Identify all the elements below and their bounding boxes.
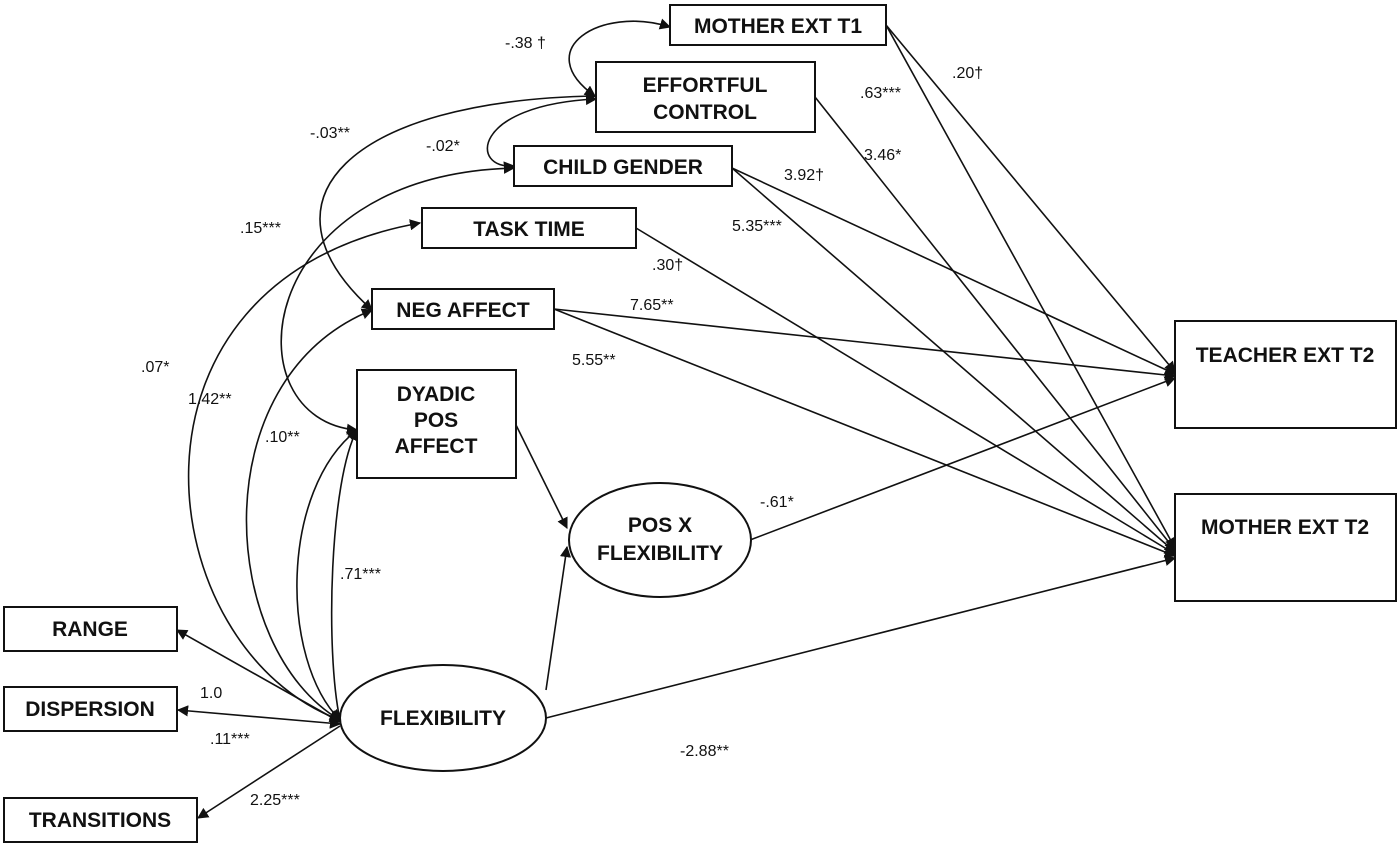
label-flexibility: FLEXIBILITY	[380, 707, 506, 730]
path-dyadic-posx	[515, 424, 568, 530]
label-dyadic-3: AFFECT	[395, 435, 478, 458]
node-flexibility: FLEXIBILITY	[339, 664, 547, 772]
coef-dyadic-flex: .10**	[265, 429, 300, 446]
label-dispersion: DISPERSION	[25, 698, 155, 721]
label-posx-1: POS X	[628, 514, 692, 537]
node-teacher-ext-t2: TEACHER EXT T2	[1174, 320, 1397, 429]
label-neg-affect: NEG AFFECT	[396, 299, 530, 322]
path-gender-text2	[731, 167, 1177, 375]
node-pos-x-flexibility: POS X FLEXIBILITY	[568, 482, 752, 598]
coef-effort-gender: -.02*	[426, 138, 460, 155]
coef-neg-text2: 7.65**	[630, 297, 674, 314]
node-child-gender: CHILD GENDER	[513, 145, 733, 187]
label-child-gender: CHILD GENDER	[543, 156, 703, 179]
coef-task-flex: .07*	[141, 359, 169, 376]
coef-task-mext2: .30†	[652, 257, 683, 274]
path-posx-text2	[749, 376, 1177, 541]
node-mother-ext-t1: MOTHER EXT T1	[669, 4, 887, 46]
node-neg-affect: NEG AFFECT	[371, 288, 555, 330]
path-neg-mext2	[553, 308, 1177, 558]
coef-gender-text2: 3.92†	[784, 167, 824, 184]
coef-effort-mext2: 3.46*	[864, 147, 901, 164]
path-gender-mext2	[731, 167, 1176, 553]
coef-pos-flex: .71***	[340, 566, 381, 583]
label-mother-ext-t1: MOTHER EXT T1	[694, 15, 862, 38]
coef-dispersion: .11***	[210, 731, 250, 748]
coef-mext1-mext2: .63***	[860, 85, 901, 102]
node-dispersion: DISPERSION	[3, 686, 178, 732]
coef-effort-flex: -.03**	[310, 125, 350, 142]
path-flex-posx	[545, 545, 572, 691]
label-posx-2: FLEXIBILITY	[597, 542, 723, 565]
coef-neg-mext2: 5.55**	[572, 352, 616, 369]
coef-posx-text2: -.61*	[760, 494, 794, 511]
label-effortful-1: EFFORTFUL	[643, 74, 768, 97]
node-task-time: TASK TIME	[421, 207, 637, 249]
label-mother-ext-t2: MOTHER EXT T2	[1201, 516, 1369, 539]
path-task-mext2	[635, 227, 1176, 555]
loading-transitions	[197, 725, 341, 819]
node-effortful-control: EFFORTFUL CONTROL	[595, 61, 816, 133]
label-dyadic-2: POS	[414, 409, 458, 432]
cov-gender-dyadic	[280, 162, 516, 435]
label-teacher-ext-t2: TEACHER EXT T2	[1196, 344, 1375, 367]
coef-gender-flex: .15***	[240, 220, 281, 237]
coefficient-labels: -.38 † -.03** -.02* .15*** .63*** .20† 3…	[141, 35, 983, 809]
node-transitions: TRANSITIONS	[3, 797, 198, 843]
label-task-time: TASK TIME	[473, 218, 585, 241]
node-range: RANGE	[3, 606, 178, 652]
cov-neg-flex	[245, 308, 374, 721]
path-effort-mext2	[814, 96, 1176, 551]
label-transitions: TRANSITIONS	[29, 809, 171, 832]
coef-flex-mext2: -2.88**	[680, 743, 729, 760]
path-flex-mext2	[545, 555, 1177, 719]
loading-range	[176, 629, 341, 723]
coef-transitions: 2.25***	[250, 792, 300, 809]
path-neg-text2	[553, 308, 1177, 381]
coef-mext1-text2: .20†	[952, 65, 983, 82]
paths	[176, 18, 1177, 819]
label-range: RANGE	[52, 618, 128, 641]
path-mext1-text2	[885, 24, 1176, 373]
coef-gender-mext2: 5.35***	[732, 218, 782, 235]
cov-effort-negaffect	[319, 90, 598, 311]
coef-range: 1.0	[200, 685, 222, 702]
path-mext1-mext2	[885, 24, 1176, 549]
label-effortful-2: CONTROL	[653, 101, 757, 124]
loading-dispersion	[176, 705, 342, 729]
coef-mext1-effort: -.38 †	[505, 35, 546, 52]
node-dyadic-pos-affect: DYADIC POS AFFECT	[356, 369, 517, 479]
coef-neg-flex: 1.42**	[188, 391, 232, 408]
node-mother-ext-t2: MOTHER EXT T2	[1174, 493, 1397, 602]
cov-mext1-effort	[568, 18, 672, 97]
label-dyadic-1: DYADIC	[397, 383, 476, 406]
